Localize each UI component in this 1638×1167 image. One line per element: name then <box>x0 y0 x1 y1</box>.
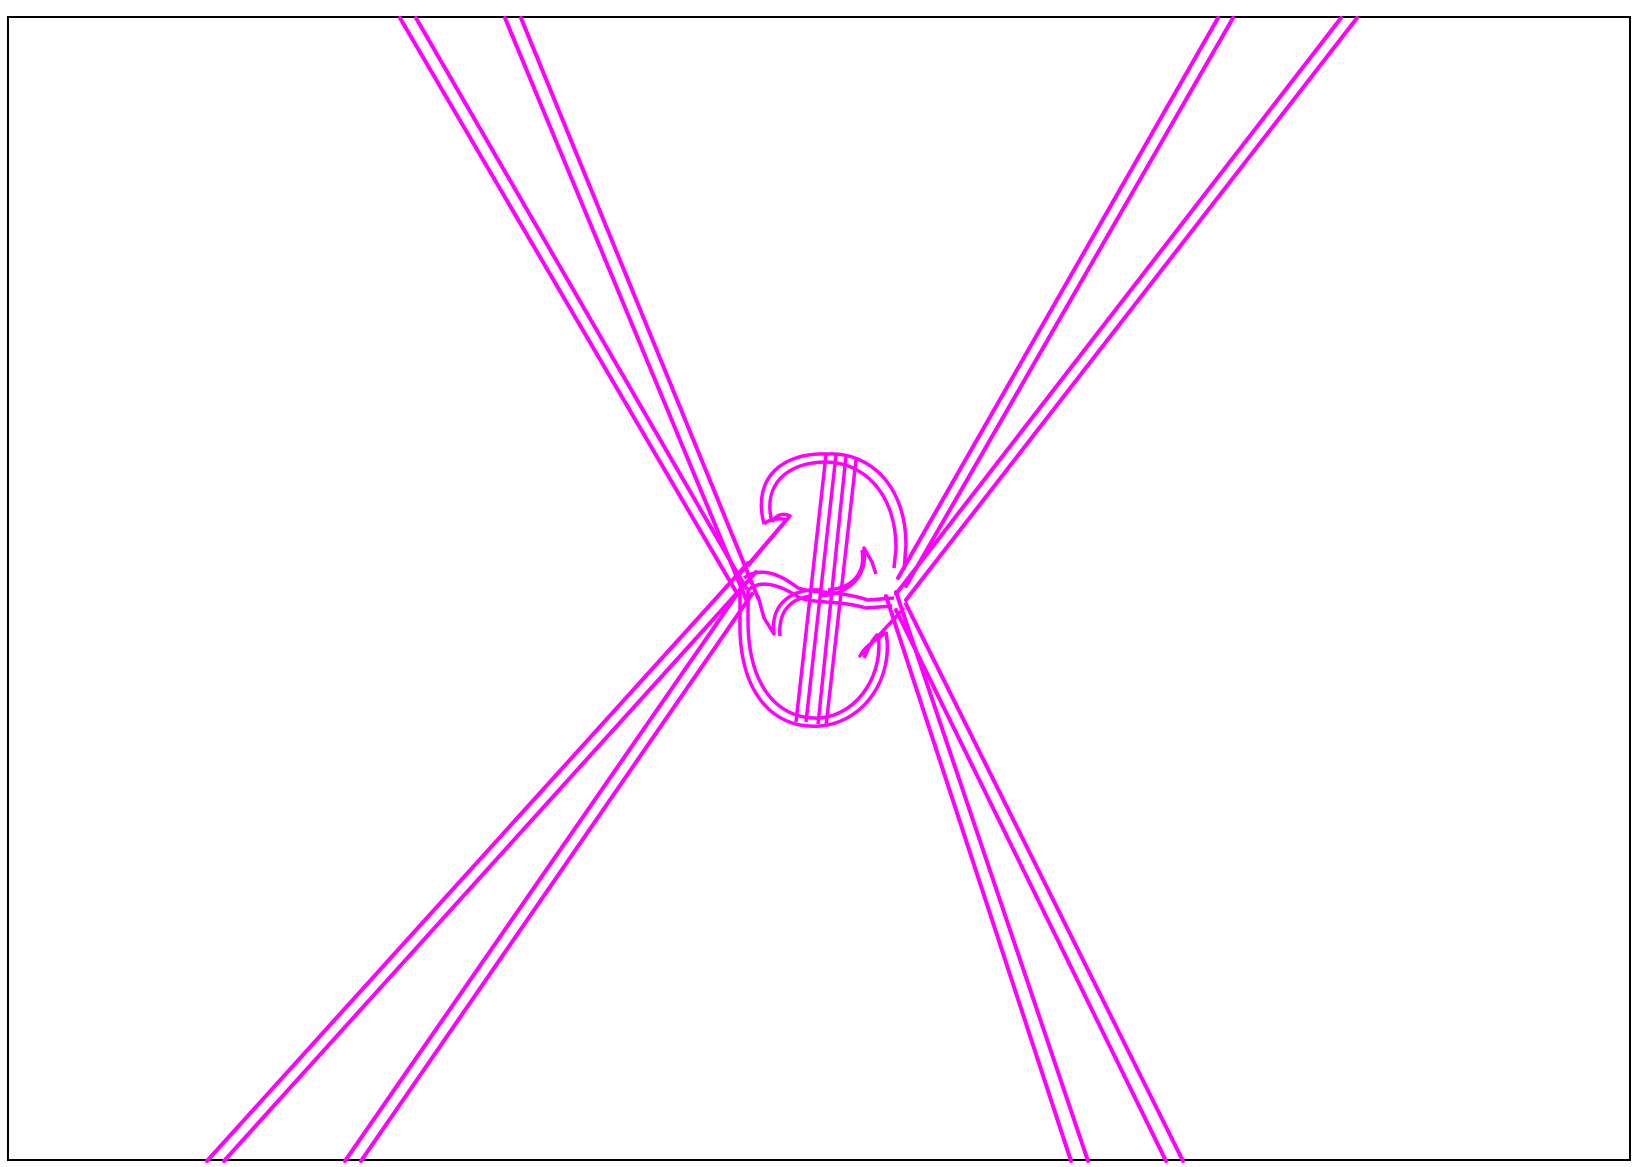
beam-lower-left-1b <box>222 570 758 1163</box>
beam-group <box>205 16 1359 1163</box>
beam-lower-right-1b <box>894 590 1090 1163</box>
beam-lower-right-2a <box>894 608 1168 1163</box>
knot-oval-outer <box>738 452 908 728</box>
beam-upper-right-1b <box>904 16 1235 588</box>
knot-hook-upper-left <box>738 512 792 576</box>
beam-lower-right-2b <box>904 602 1185 1163</box>
beam-lower-right-1a <box>884 594 1073 1163</box>
beam-lower-left-1a <box>205 561 750 1163</box>
beam-upper-left-1b <box>414 16 748 590</box>
beam-upper-left-2b <box>519 16 760 600</box>
knot-crossbar-upper <box>742 570 895 602</box>
beam-upper-left-1a <box>398 16 740 597</box>
beam-lower-left-2b <box>359 592 754 1163</box>
knot-hook-lower-right <box>858 606 906 659</box>
beam-upper-left-2a <box>503 16 750 606</box>
knot-flourish-right <box>819 546 878 598</box>
knot-stroke-diagonal-2 <box>804 454 838 723</box>
beam-lower-left-2a <box>343 585 744 1163</box>
beam-upper-right-2b <box>904 16 1359 602</box>
knot-glyph <box>738 452 908 728</box>
beam-upper-right-1a <box>896 16 1220 580</box>
beam-upper-right-2a <box>894 16 1343 596</box>
knot-flourish-left <box>756 588 821 637</box>
